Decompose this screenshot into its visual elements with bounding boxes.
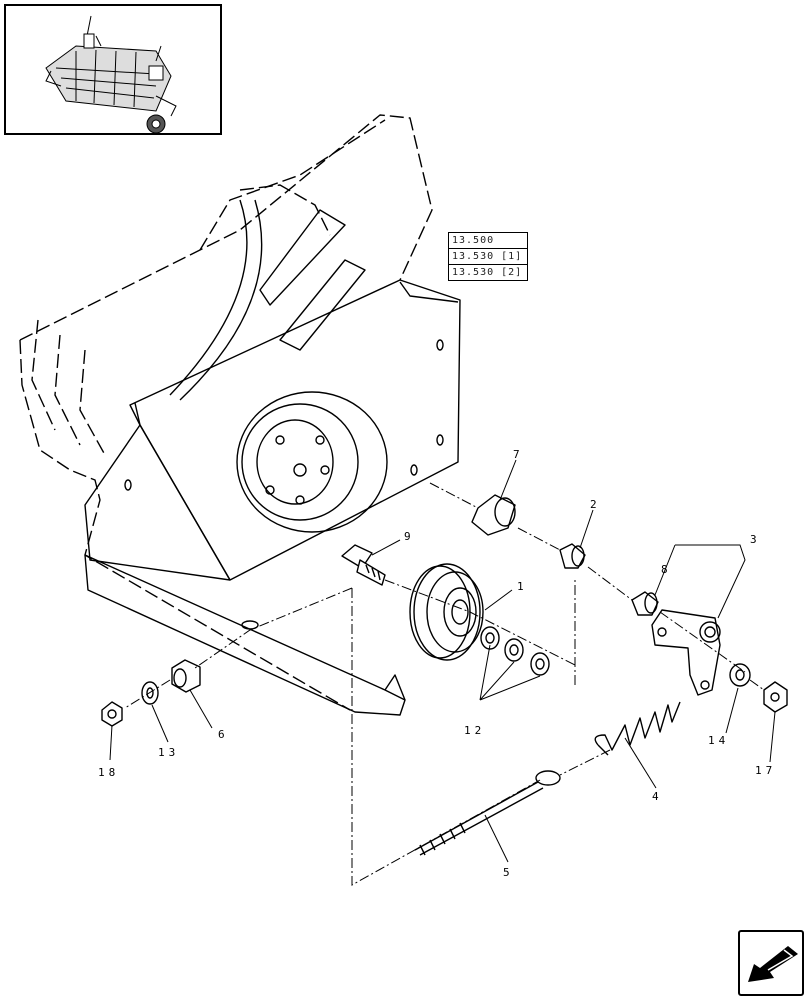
nav-back-button[interactable]	[738, 930, 804, 996]
leader-lines	[109, 459, 776, 863]
callout-17[interactable]: 17	[755, 764, 776, 777]
centerlines	[124, 482, 765, 886]
ref-code-3[interactable]: 13.530 [2]	[452, 267, 523, 278]
callout-5[interactable]: 5	[503, 866, 510, 879]
part-6-nut[interactable]	[171, 659, 201, 693]
callout-9[interactable]: 9	[404, 530, 411, 543]
reference-code-table: 13.500 13.530 [1] 13.530 [2]	[448, 232, 528, 281]
callout-18[interactable]: 18	[98, 766, 119, 779]
callout-6[interactable]: 6	[218, 728, 225, 741]
callout-14[interactable]: 14	[708, 734, 729, 747]
overview-thumbnail	[4, 4, 222, 135]
callout-labels: 7 2 3 8 9 1 12 6 13 18 14 17 4 5	[98, 448, 776, 879]
callout-1[interactable]: 1	[517, 580, 524, 593]
ref-code-1[interactable]: 13.500	[449, 233, 527, 249]
part-2-spacer[interactable]	[559, 543, 586, 569]
part-13-washer[interactable]	[141, 681, 159, 705]
part-5-eyebolt[interactable]	[414, 770, 561, 856]
phantom-frame	[19, 114, 433, 711]
part-18-nut[interactable]	[101, 701, 123, 727]
callout-3[interactable]: 3	[750, 533, 757, 546]
part-3-arm[interactable]	[651, 609, 721, 696]
ref-code-2[interactable]: 13.530 [1]	[449, 249, 527, 265]
callout-2[interactable]: 2	[590, 498, 597, 511]
part-8-spacer[interactable]	[631, 591, 659, 616]
callout-13[interactable]: 13	[158, 746, 179, 759]
part-14-washer[interactable]	[729, 663, 751, 687]
part-17-nut[interactable]	[763, 681, 788, 713]
part-1-pulley[interactable]	[409, 563, 484, 661]
arrow-left-down-icon	[748, 946, 798, 982]
callout-4[interactable]: 4	[652, 790, 659, 803]
callout-12[interactable]: 12	[464, 724, 485, 737]
callout-7[interactable]: 7	[513, 448, 520, 461]
part-9-bolt[interactable]	[341, 544, 386, 586]
main-housing	[84, 199, 461, 716]
part-12-washers[interactable]	[480, 626, 550, 676]
callout-8[interactable]: 8	[661, 563, 668, 576]
part-4-spring[interactable]	[594, 701, 681, 756]
part-7-bushing[interactable]	[471, 494, 516, 536]
